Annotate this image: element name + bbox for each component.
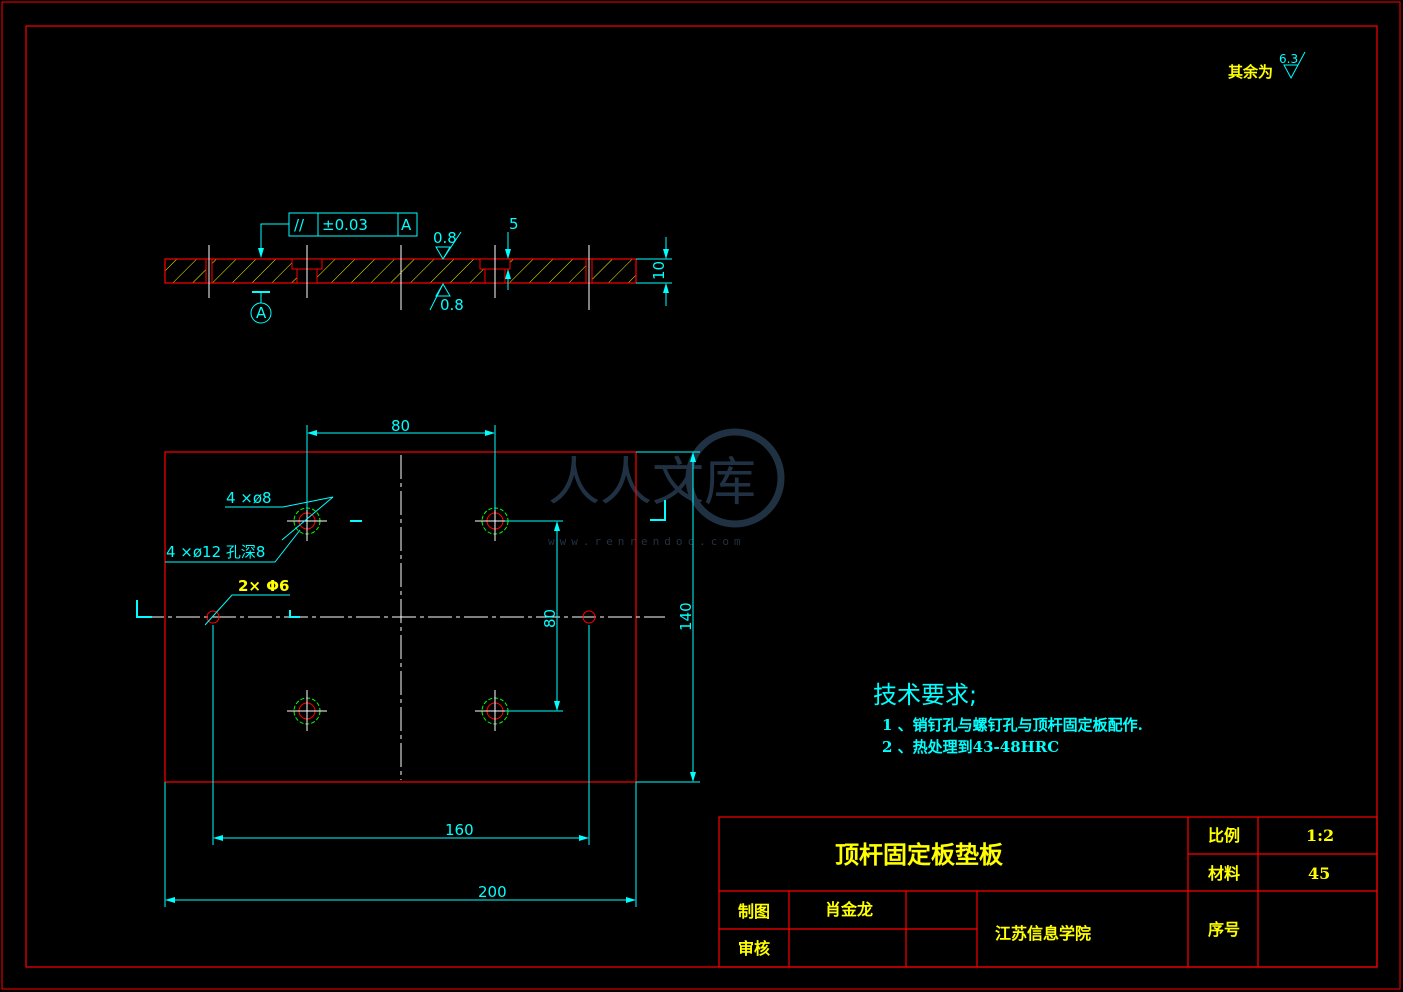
tech-requirements: 技术要求; 1 、销钉孔与螺钉孔与顶杆固定板配作. 2 、热处理到43-48HR… <box>873 681 1143 756</box>
tech-item-1: 1 、销钉孔与螺钉孔与顶杆固定板配作. <box>882 716 1143 734</box>
roughness-bottom: 0.8 <box>440 296 464 314</box>
dim-right-outer: 140 <box>677 602 695 631</box>
scale-value: 1:2 <box>1306 826 1334 845</box>
scale-label: 比例 <box>1208 826 1240 845</box>
datum-circle <box>250 302 272 324</box>
tolerance-value: ±0.03 <box>322 216 368 234</box>
pin-hole-left <box>206 610 220 624</box>
school-name: 江苏信息学院 <box>995 924 1091 943</box>
datum-label: A <box>256 304 267 322</box>
part-name: 顶杆固定板垫板 <box>835 840 1004 869</box>
surface-note: 其余为 6.3 <box>1228 51 1306 81</box>
hole-label-1: 4 ×ø8 <box>226 489 272 507</box>
title-block <box>718 816 1378 968</box>
dim-right-inner: 80 <box>541 609 559 628</box>
dim-thickness: 10 <box>650 261 668 280</box>
side-view: // ±0.03 A A 0.8 0.8 5 10 <box>164 212 672 324</box>
hole-bottom-left <box>287 690 327 731</box>
roughness-top: 0.8 <box>433 229 457 247</box>
material-label: 材料 <box>1208 864 1240 883</box>
drawn-by: 肖金龙 <box>825 900 873 919</box>
watermark: 人人文库 www.renrendoc.com <box>548 428 785 548</box>
surface-note-roughness: 6.3 <box>1279 52 1298 66</box>
hole-label-3: 2× Φ6 <box>238 577 289 595</box>
inner-frame <box>25 25 1378 968</box>
watermark-url: www.renrendoc.com <box>548 535 746 548</box>
tech-item-2: 2 、热处理到43-48HRC <box>882 738 1059 756</box>
tolerance-symbol: // <box>294 216 305 234</box>
dim-bottom-outer: 200 <box>478 883 507 901</box>
surface-note-prefix: 其余为 <box>1228 63 1273 81</box>
tolerance-datum: A <box>401 216 412 234</box>
roughness-symbol-icon <box>1283 51 1306 80</box>
pin-hole-right <box>582 610 596 624</box>
dim-counterbore: 5 <box>509 215 519 233</box>
dim-top: 80 <box>391 417 410 435</box>
hole-label-2: 4 ×ø12 孔深8 <box>166 543 265 561</box>
plan-view: 4 ×ø8 4 ×ø12 孔深8 2× Φ6 80 80 140 160 <box>136 417 700 907</box>
seq-label: 序号 <box>1208 920 1240 939</box>
watermark-text: 人人文库 <box>548 453 756 513</box>
checked-label: 审核 <box>738 939 770 958</box>
material-value: 45 <box>1308 864 1330 883</box>
drawn-label: 制图 <box>738 902 770 921</box>
dim-bottom-inner: 160 <box>445 821 474 839</box>
tech-title: 技术要求; <box>873 681 977 709</box>
